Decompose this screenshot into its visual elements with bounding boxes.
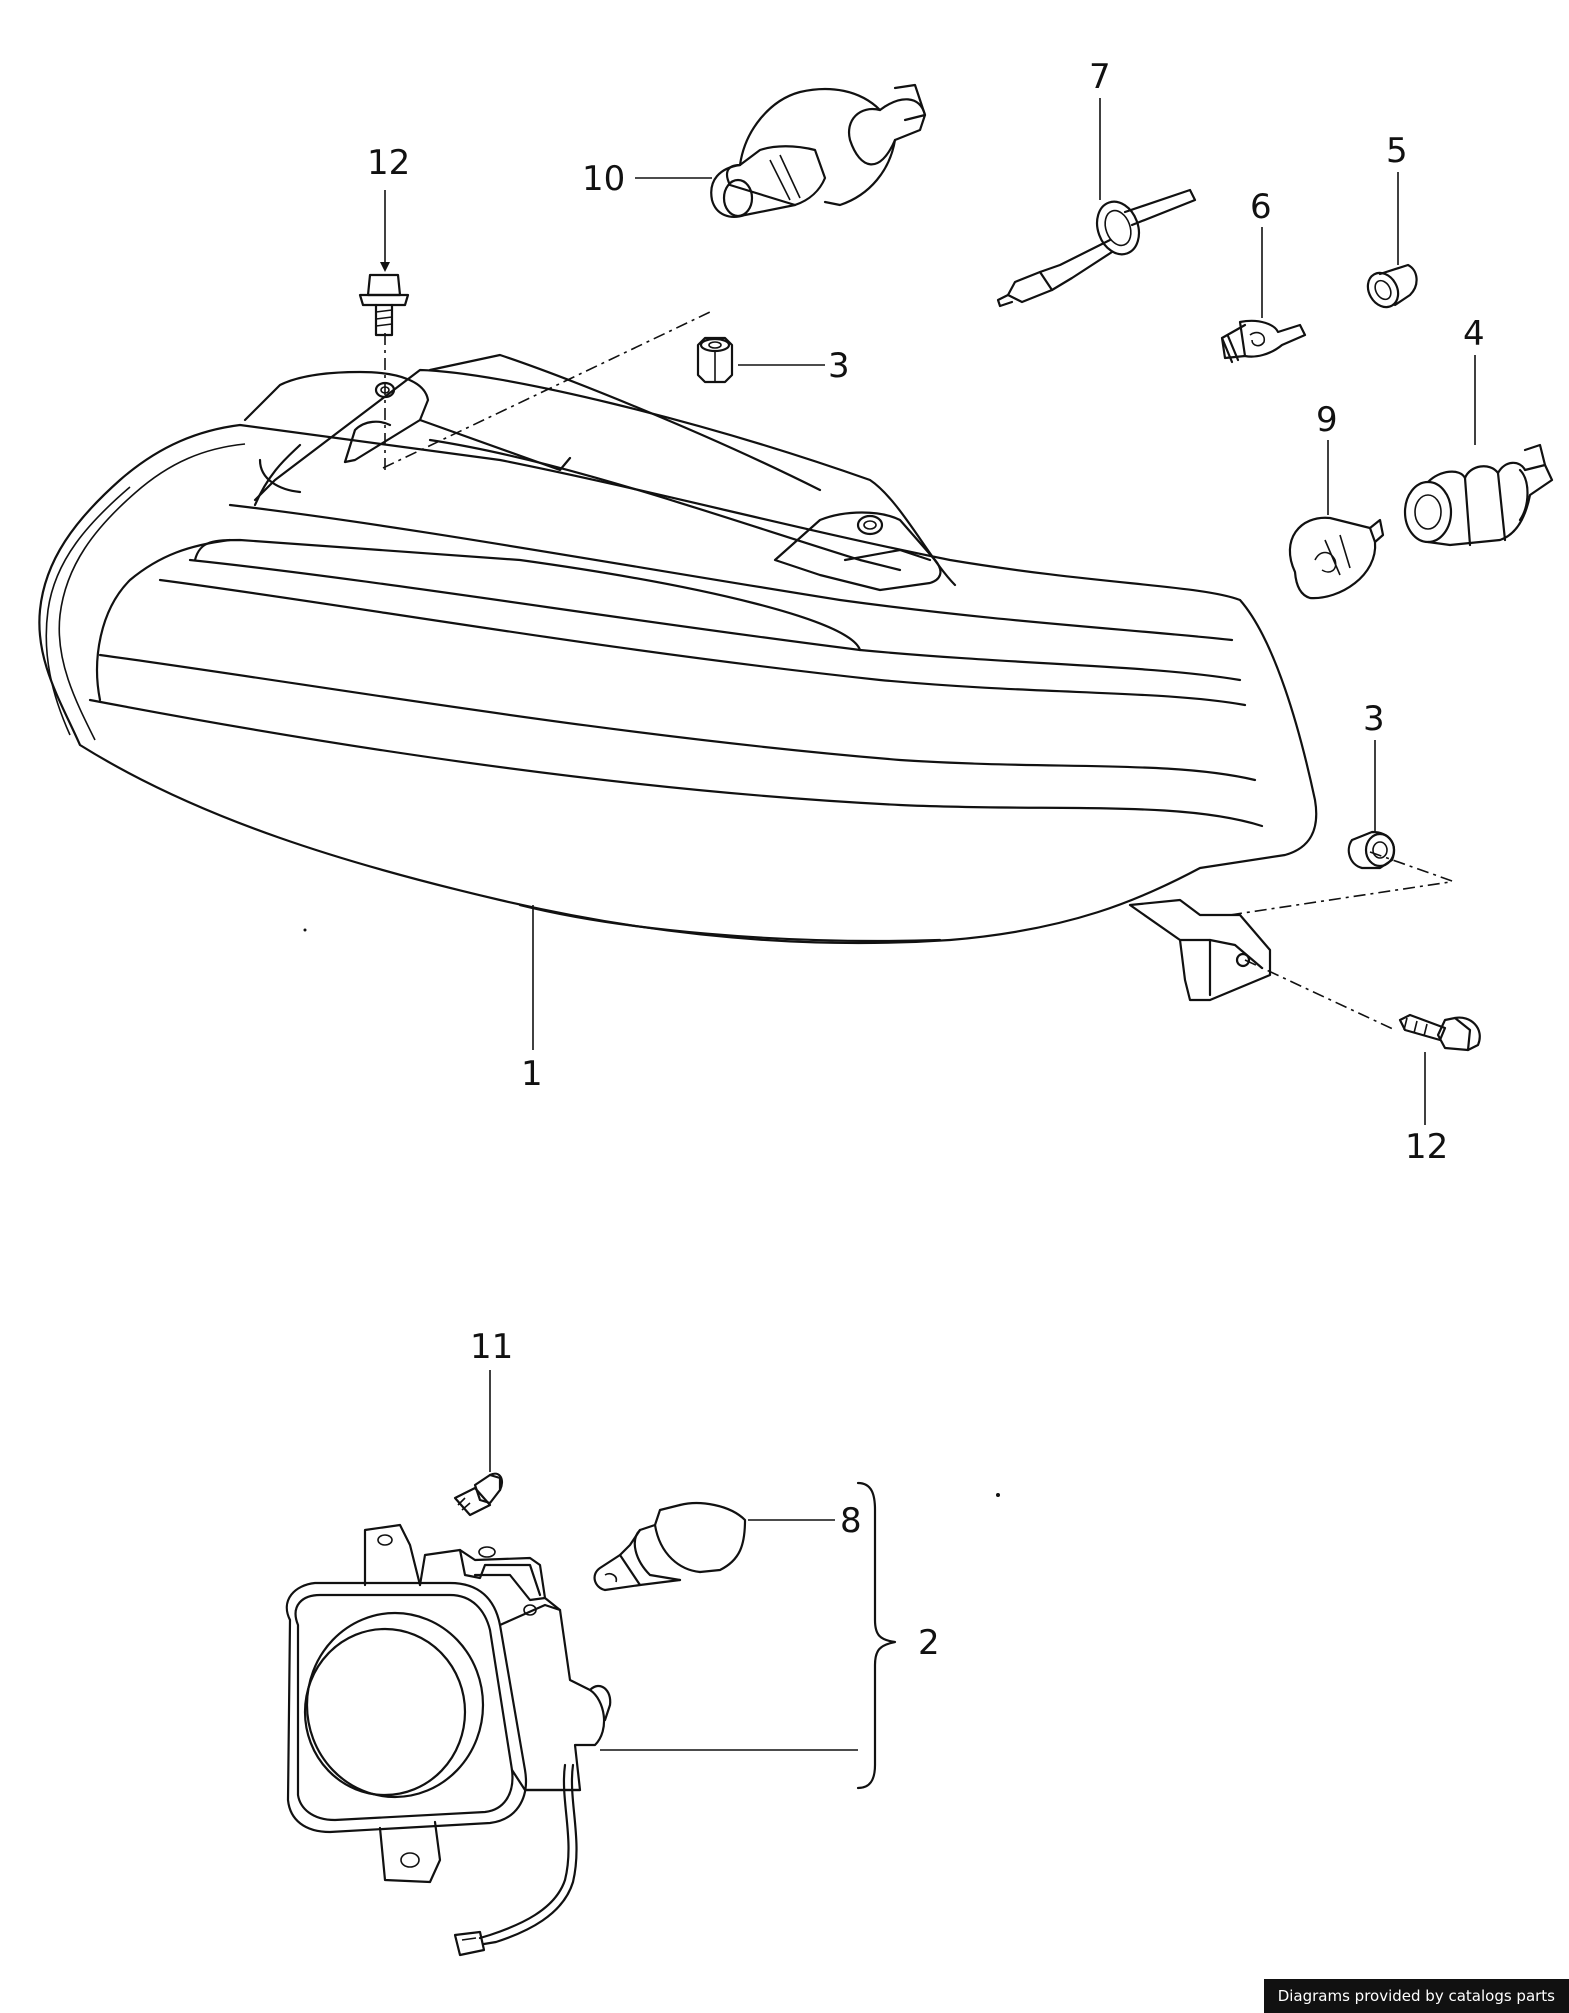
callout-3-right: 3 bbox=[1363, 699, 1385, 739]
bulb-9 bbox=[1288, 516, 1385, 600]
callout-4: 4 bbox=[1463, 314, 1485, 354]
screw-12-top bbox=[358, 273, 410, 337]
callout-12-right: 12 bbox=[1405, 1127, 1448, 1167]
fog-lamp-assembly bbox=[285, 1523, 612, 1957]
callout-5: 5 bbox=[1386, 131, 1408, 171]
socket-4 bbox=[1403, 443, 1554, 547]
socket-7 bbox=[996, 188, 1197, 308]
alignment-line-screw bbox=[1244, 959, 1396, 1031]
headlamp-assembly bbox=[38, 353, 1318, 1002]
callout-7: 7 bbox=[1089, 57, 1111, 97]
group-bracket-2 bbox=[856, 1481, 897, 1790]
callout-6: 6 bbox=[1250, 187, 1272, 227]
screw-11 bbox=[453, 1472, 504, 1517]
speck bbox=[996, 1493, 1000, 1497]
bulb-6 bbox=[1220, 319, 1307, 364]
bulb-8 bbox=[593, 1502, 747, 1592]
callout-8: 8 bbox=[840, 1501, 862, 1541]
callout-1: 1 bbox=[521, 1054, 543, 1094]
callout-12-top: 12 bbox=[367, 143, 410, 183]
credit-label: Diagrams provided by catalogs parts bbox=[1263, 1979, 1569, 2013]
callout-labels: 12 10 7 6 5 4 3 9 3 1 12 11 8 2 bbox=[367, 57, 1485, 1663]
nut-3-right bbox=[1347, 830, 1396, 870]
grommet-5 bbox=[1366, 263, 1418, 309]
nut-3-top bbox=[696, 336, 734, 384]
bulb-10 bbox=[710, 83, 927, 218]
screw-12-right bbox=[1398, 1013, 1481, 1052]
callout-2: 2 bbox=[918, 1623, 940, 1663]
leader-lines bbox=[380, 98, 1476, 1751]
speck bbox=[303, 928, 307, 932]
callout-9: 9 bbox=[1316, 400, 1338, 440]
callout-3-top: 3 bbox=[828, 346, 850, 386]
callout-11: 11 bbox=[470, 1327, 513, 1367]
alignment-line-right-b bbox=[1369, 851, 1456, 883]
alignment-line-right bbox=[1229, 881, 1451, 916]
callout-10: 10 bbox=[582, 159, 625, 199]
alignment-line-top bbox=[382, 311, 711, 469]
